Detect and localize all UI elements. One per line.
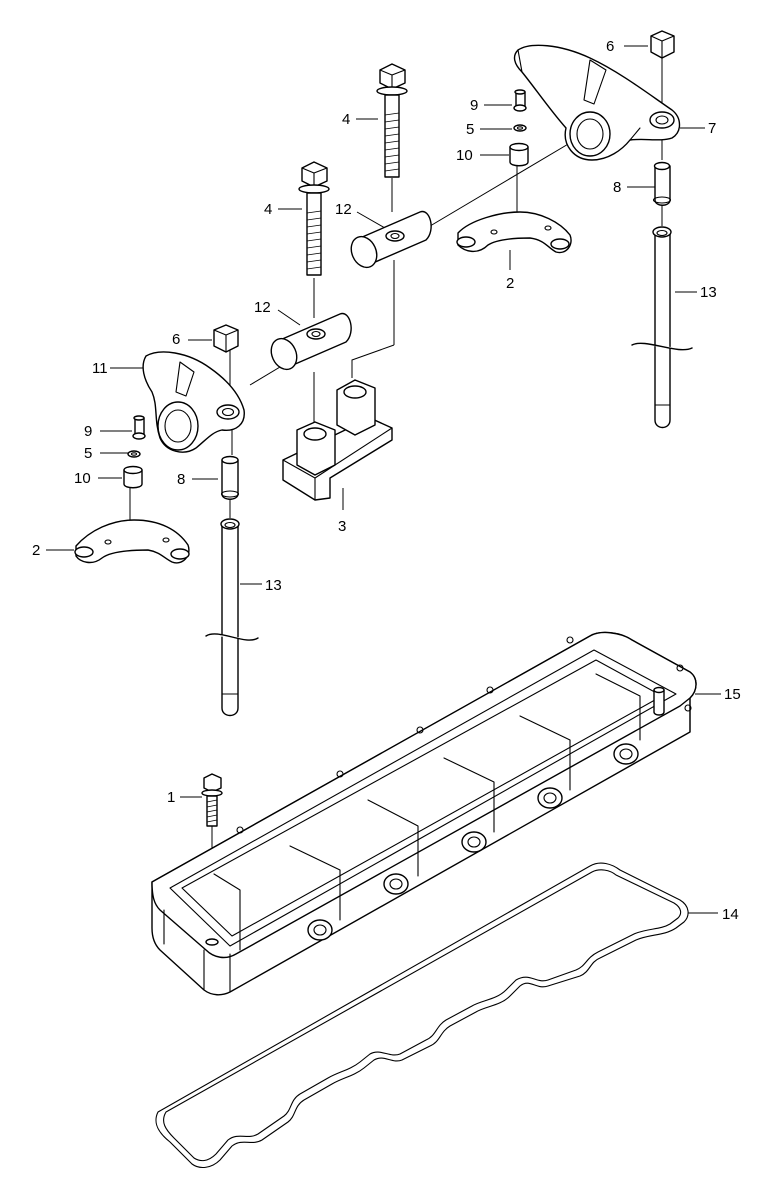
pushrod-left — [205, 518, 259, 717]
rocker-arm-right — [513, 44, 681, 161]
rocker-support-bracket — [282, 379, 393, 501]
valve-bridge-left — [74, 519, 190, 564]
callout-5-right: 5 — [466, 121, 474, 138]
hex-nut-left — [213, 324, 239, 353]
callout-2-right: 2 — [506, 275, 514, 292]
callout-2-left: 2 — [32, 542, 40, 559]
hex-nut-top — [650, 30, 675, 59]
callout-15: 15 — [724, 686, 741, 703]
pushrod-right — [631, 226, 693, 429]
callout-13-right: 13 — [700, 284, 717, 301]
callout-9-right: 9 — [470, 97, 478, 114]
callout-14: 14 — [722, 906, 739, 923]
callout-4-right: 4 — [342, 111, 350, 128]
callout-10-left: 10 — [74, 470, 91, 487]
callout-10-right: 10 — [456, 147, 473, 164]
adjust-screw-left — [132, 415, 146, 440]
washer-left — [127, 450, 141, 458]
callout-9-left: 9 — [84, 423, 92, 440]
bushing-right — [509, 142, 529, 167]
pushrod-cup-left — [220, 455, 240, 500]
rocker-arm-left — [142, 351, 245, 453]
valve-bridge-right — [456, 211, 572, 254]
callout-8-left: 8 — [177, 471, 185, 488]
callout-12-right: 12 — [335, 201, 352, 218]
rocker-shaft-right — [350, 210, 432, 269]
callout-6-left: 6 — [172, 331, 180, 348]
callout-11: 11 — [92, 360, 108, 377]
callout-3: 3 — [338, 518, 346, 535]
bolt-left — [298, 161, 330, 276]
bolt-right — [376, 63, 408, 178]
callout-7: 7 — [708, 120, 716, 137]
callout-1: 1 — [167, 789, 175, 806]
housing-gasket — [155, 862, 689, 1169]
callout-labels: 6 9 4 5 7 10 8 4 12 2 13 12 6 11 9 5 10 … — [32, 38, 741, 923]
adjust-screw-right — [513, 89, 527, 112]
callout-13-left: 13 — [265, 577, 282, 594]
pushrod-cup-right — [652, 161, 672, 206]
housing-bolt — [201, 773, 223, 946]
washer-right — [513, 124, 527, 132]
bushing-left — [123, 465, 143, 489]
callout-6-top: 6 — [606, 38, 614, 55]
callout-12-left: 12 — [254, 299, 271, 316]
callout-5-left: 5 — [84, 445, 92, 462]
rocker-shaft-left — [270, 312, 352, 371]
callout-4-left: 4 — [264, 201, 272, 218]
callout-8-right: 8 — [613, 179, 621, 196]
rocker-housing — [151, 631, 697, 996]
